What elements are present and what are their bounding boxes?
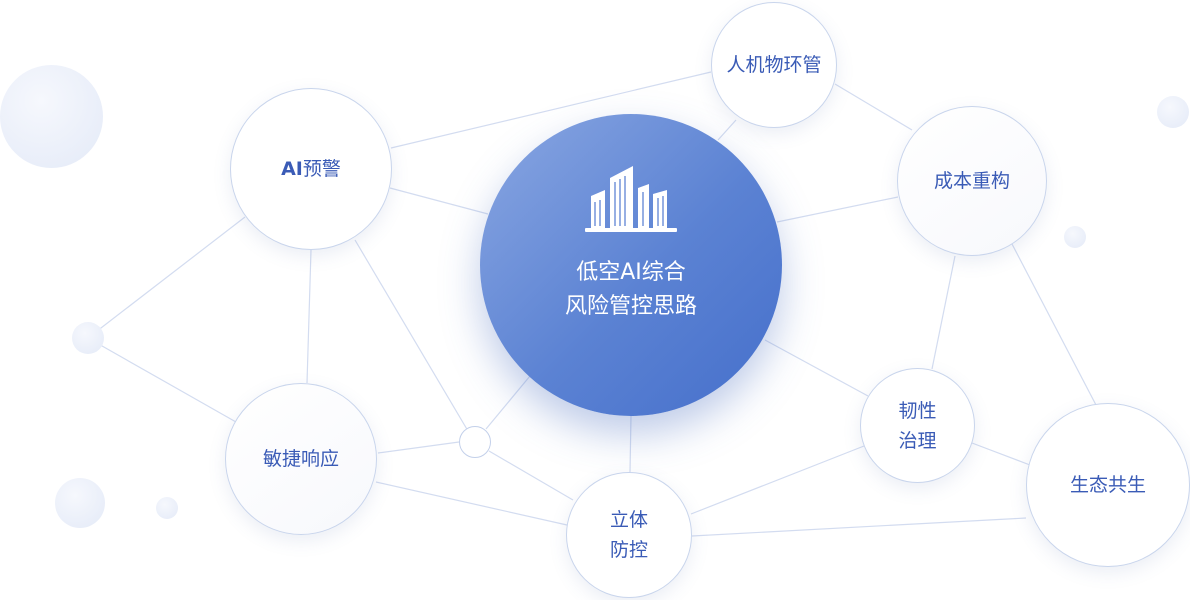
link-connector-stereo [488, 450, 574, 501]
link-ai-agile [306, 249, 312, 384]
node-stereo-defense: 立体 防控 [566, 472, 692, 598]
node-agile-response-label: 敏捷响应 [262, 448, 339, 470]
decor-dot-bottom-small [156, 497, 178, 519]
link-resilience-stereo [690, 445, 865, 515]
decor-dot-bottom-left [55, 478, 105, 528]
node-stereo-defense-label: 立体 防控 [609, 509, 648, 561]
center-node: 低空AI综合 风险管控思路 [480, 114, 782, 416]
link-ai-human [390, 71, 712, 149]
center-title: 低空AI综合 风险管控思路 [564, 260, 697, 319]
node-ai-warning: AI预警 [230, 88, 392, 250]
node-agile-response: 敏捷响应 [225, 383, 377, 535]
node-cost-restructure: 成本重构 [897, 106, 1047, 256]
node-human-machine: 人机物环管 [711, 2, 837, 128]
connector-hub [459, 426, 491, 458]
node-resilience-label: 韧性 治理 [898, 399, 937, 452]
decor-dot-large [0, 65, 103, 168]
link-connector-center [485, 375, 531, 430]
link-ai-center [389, 187, 489, 215]
link-human-center [717, 119, 737, 141]
decor-dot-right-mid [1064, 226, 1086, 248]
link-agile-connector [377, 441, 460, 454]
link-cost-resilience [931, 255, 956, 370]
node-ai-warning-rest: 预警 [302, 158, 341, 180]
link-center-resilience [764, 339, 869, 397]
link-agile-stereo [375, 481, 568, 526]
link-center-cost [776, 196, 899, 223]
link-human-cost [834, 83, 913, 131]
node-cost-restructure-label: 成本重构 [933, 170, 1010, 192]
node-human-machine-label: 人机物环管 [726, 54, 822, 76]
buildings-icon [585, 166, 677, 232]
node-symbiosis-label: 生态共生 [1069, 474, 1146, 496]
link-dot-agile [87, 337, 237, 423]
node-symbiosis: 生态共生 [1026, 403, 1190, 567]
node-ai-warning-prefix: AI [281, 158, 303, 180]
decor-dot-left-mid [72, 322, 104, 354]
link-ai-connector [354, 239, 469, 432]
node-resilience: 韧性 治理 [860, 368, 975, 483]
link-stereo-symbiosis [691, 517, 1027, 537]
link-cost-symbiosis [1011, 243, 1097, 406]
link-ai-dot [87, 216, 246, 339]
link-resilience-symbiosis [971, 442, 1031, 466]
decor-dot-top-right [1157, 96, 1189, 128]
link-center-stereo [629, 415, 632, 473]
